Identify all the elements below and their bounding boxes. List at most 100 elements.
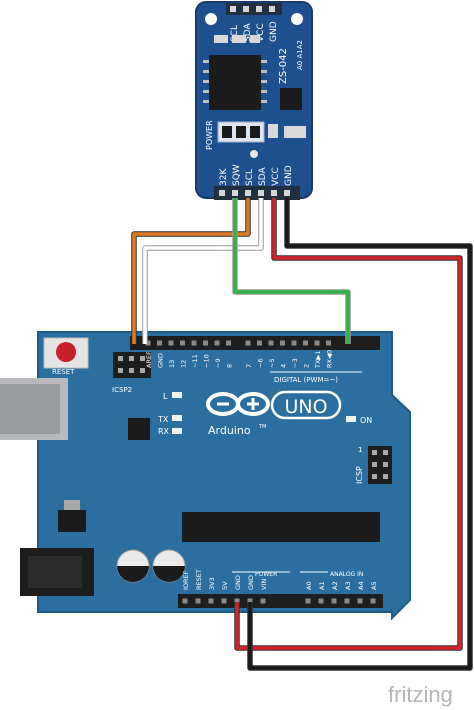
power-pin-label: VIN (260, 579, 268, 590)
mounting-hole (291, 13, 303, 25)
digital-pin (326, 340, 331, 346)
power-pin-label: GND (247, 575, 255, 590)
arduino-logo (206, 392, 270, 416)
rtc-top-pin-label: SCL (230, 25, 240, 42)
digital-pin (257, 340, 262, 346)
digital-pin (226, 340, 231, 346)
digital-pin-label: GND (157, 353, 165, 368)
on-label: ON (360, 416, 372, 425)
wire-outline (131, 198, 251, 344)
digital-pin-label: 8 (226, 364, 234, 368)
digital-pin-label: TX▶1 (314, 350, 322, 369)
rtc-top-header (226, 3, 282, 15)
rtc-top-pin-label: SDA (243, 23, 253, 42)
power-pin (182, 598, 188, 604)
digital-header (130, 336, 380, 350)
digital-pin (191, 340, 197, 346)
digital-pin (303, 340, 308, 346)
led-tx-label: TX (157, 415, 169, 424)
rtc-bottom-pin-label: GND (284, 165, 294, 186)
uno-label: UNO (284, 396, 327, 418)
wire-gnd (248, 198, 472, 670)
digital-pin-label: ~9 (214, 358, 222, 368)
digital-pin-label: ~6 (257, 358, 265, 368)
rtc-bottom-header (214, 186, 300, 200)
led-on (346, 416, 356, 422)
analog-pin (318, 598, 324, 604)
arduino-brand-tm: TM (258, 424, 266, 430)
icsp-label: ICSP (355, 466, 364, 484)
rtc-address-label: A0 A1A2 (296, 40, 304, 70)
analog-pin (331, 598, 337, 604)
reset-button-cap[interactable] (56, 342, 76, 362)
power-pin-label: RESET (195, 569, 203, 590)
digital-pin (214, 340, 220, 346)
rtc-bottom-pin-label: VCC (271, 167, 281, 186)
reset-label: RESET (52, 368, 75, 376)
atmega-chip (182, 512, 380, 542)
analog-pin (370, 598, 376, 604)
power-pin (221, 598, 227, 604)
power-pin (195, 598, 201, 604)
digital-pin (268, 340, 274, 346)
icsp-header (368, 446, 392, 484)
digital-pin-label: ~10 (203, 354, 211, 368)
digital-pin (245, 340, 251, 346)
power-pin-label: GND (234, 575, 242, 590)
wire-sqw (233, 198, 350, 344)
rtc-model-label: ZS-042 (278, 48, 289, 84)
digital-pin-label: 13 (168, 360, 176, 368)
digital-pin (203, 340, 208, 346)
digital-pin (157, 340, 162, 346)
led-rx (172, 428, 182, 434)
fritzing-watermark: fritzing (388, 682, 453, 707)
analog-pin (344, 598, 350, 604)
analog-pin-label: A4 (357, 581, 365, 590)
rtc-bottom-pin-label: SDA (258, 167, 268, 186)
analog-pin (305, 598, 311, 604)
digital-pin (314, 340, 320, 346)
wire-sda (143, 198, 263, 344)
arduino-brand: Arduino (208, 424, 251, 437)
uno-badge (270, 390, 342, 420)
power-analog-header (178, 594, 383, 608)
analog-pin-label: A3 (344, 581, 352, 590)
analog-pin (357, 598, 363, 604)
digital-pin-label: 4 (280, 364, 288, 368)
wire-vcc (235, 198, 462, 650)
analog-pin-label: A2 (331, 581, 339, 590)
rtc-top-pin-label: VCC (256, 23, 266, 42)
digital-pin-label: 12 (180, 360, 188, 368)
led-l (172, 392, 182, 398)
digital-pin (280, 340, 285, 346)
power-header-label: POWER (255, 571, 277, 578)
power-pin (247, 598, 253, 604)
rtc-power-label: POWER (205, 120, 214, 150)
wires (131, 198, 473, 671)
digital-pin-label: ~5 (268, 358, 276, 368)
digital-pin-label: RX◀0 (326, 350, 334, 368)
icsp2-label: ICSP2 (112, 386, 132, 394)
power-pin-label: 5V (221, 581, 229, 590)
rtc-chip (209, 55, 261, 110)
eeprom-chip (280, 88, 302, 110)
power-pin-label: IOREF (182, 570, 190, 590)
digital-label: DIGITAL (PWM=~) (274, 376, 338, 384)
analog-pin-label: A5 (370, 581, 378, 590)
rtc-bottom-pin-label: SCL (245, 169, 255, 186)
digital-pin (168, 340, 174, 346)
digital-pin-label: ~11 (191, 354, 199, 368)
wire-outline (232, 198, 351, 344)
icsp-pin1-label: 1 (358, 446, 362, 454)
digital-pin-label: 7 (245, 364, 253, 368)
power-pin-label: 3V3 (208, 577, 216, 590)
analog-header-label: ANALOG IN (330, 571, 363, 578)
digital-pin (291, 340, 297, 346)
digital-pin-label: 2 (303, 364, 311, 368)
